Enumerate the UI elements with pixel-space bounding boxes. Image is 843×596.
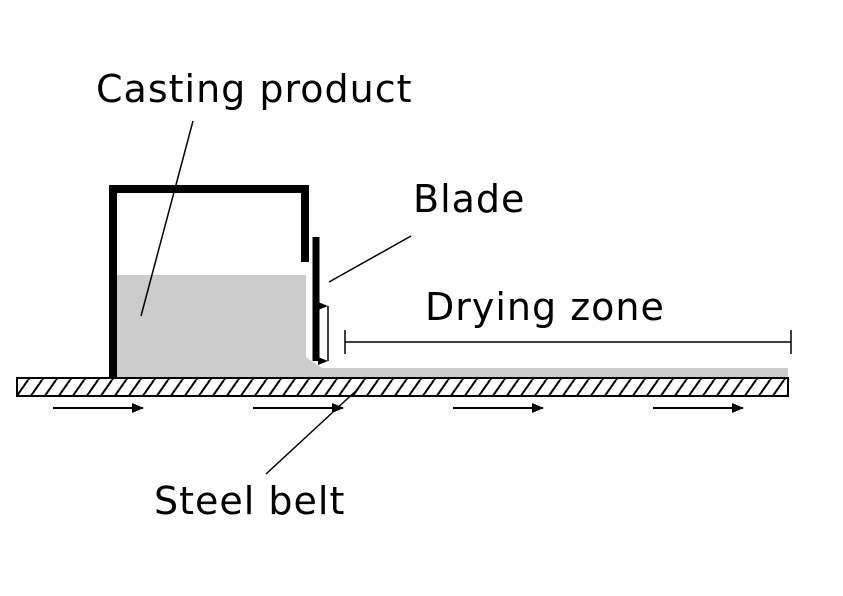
- drying-zone-label: Drying zone: [425, 285, 665, 329]
- steel-belt: [16, 377, 789, 397]
- steel-belt-label: Steel belt: [154, 479, 345, 523]
- blade-leader: [328, 235, 412, 283]
- casting-product-leader: [140, 120, 194, 317]
- casting-box: [109, 185, 309, 378]
- steel-belt-leader: [265, 387, 360, 475]
- casting-product-fill: [114, 275, 788, 378]
- blade-label: Blade: [413, 177, 525, 221]
- casting-product-label: Casting product: [96, 67, 413, 111]
